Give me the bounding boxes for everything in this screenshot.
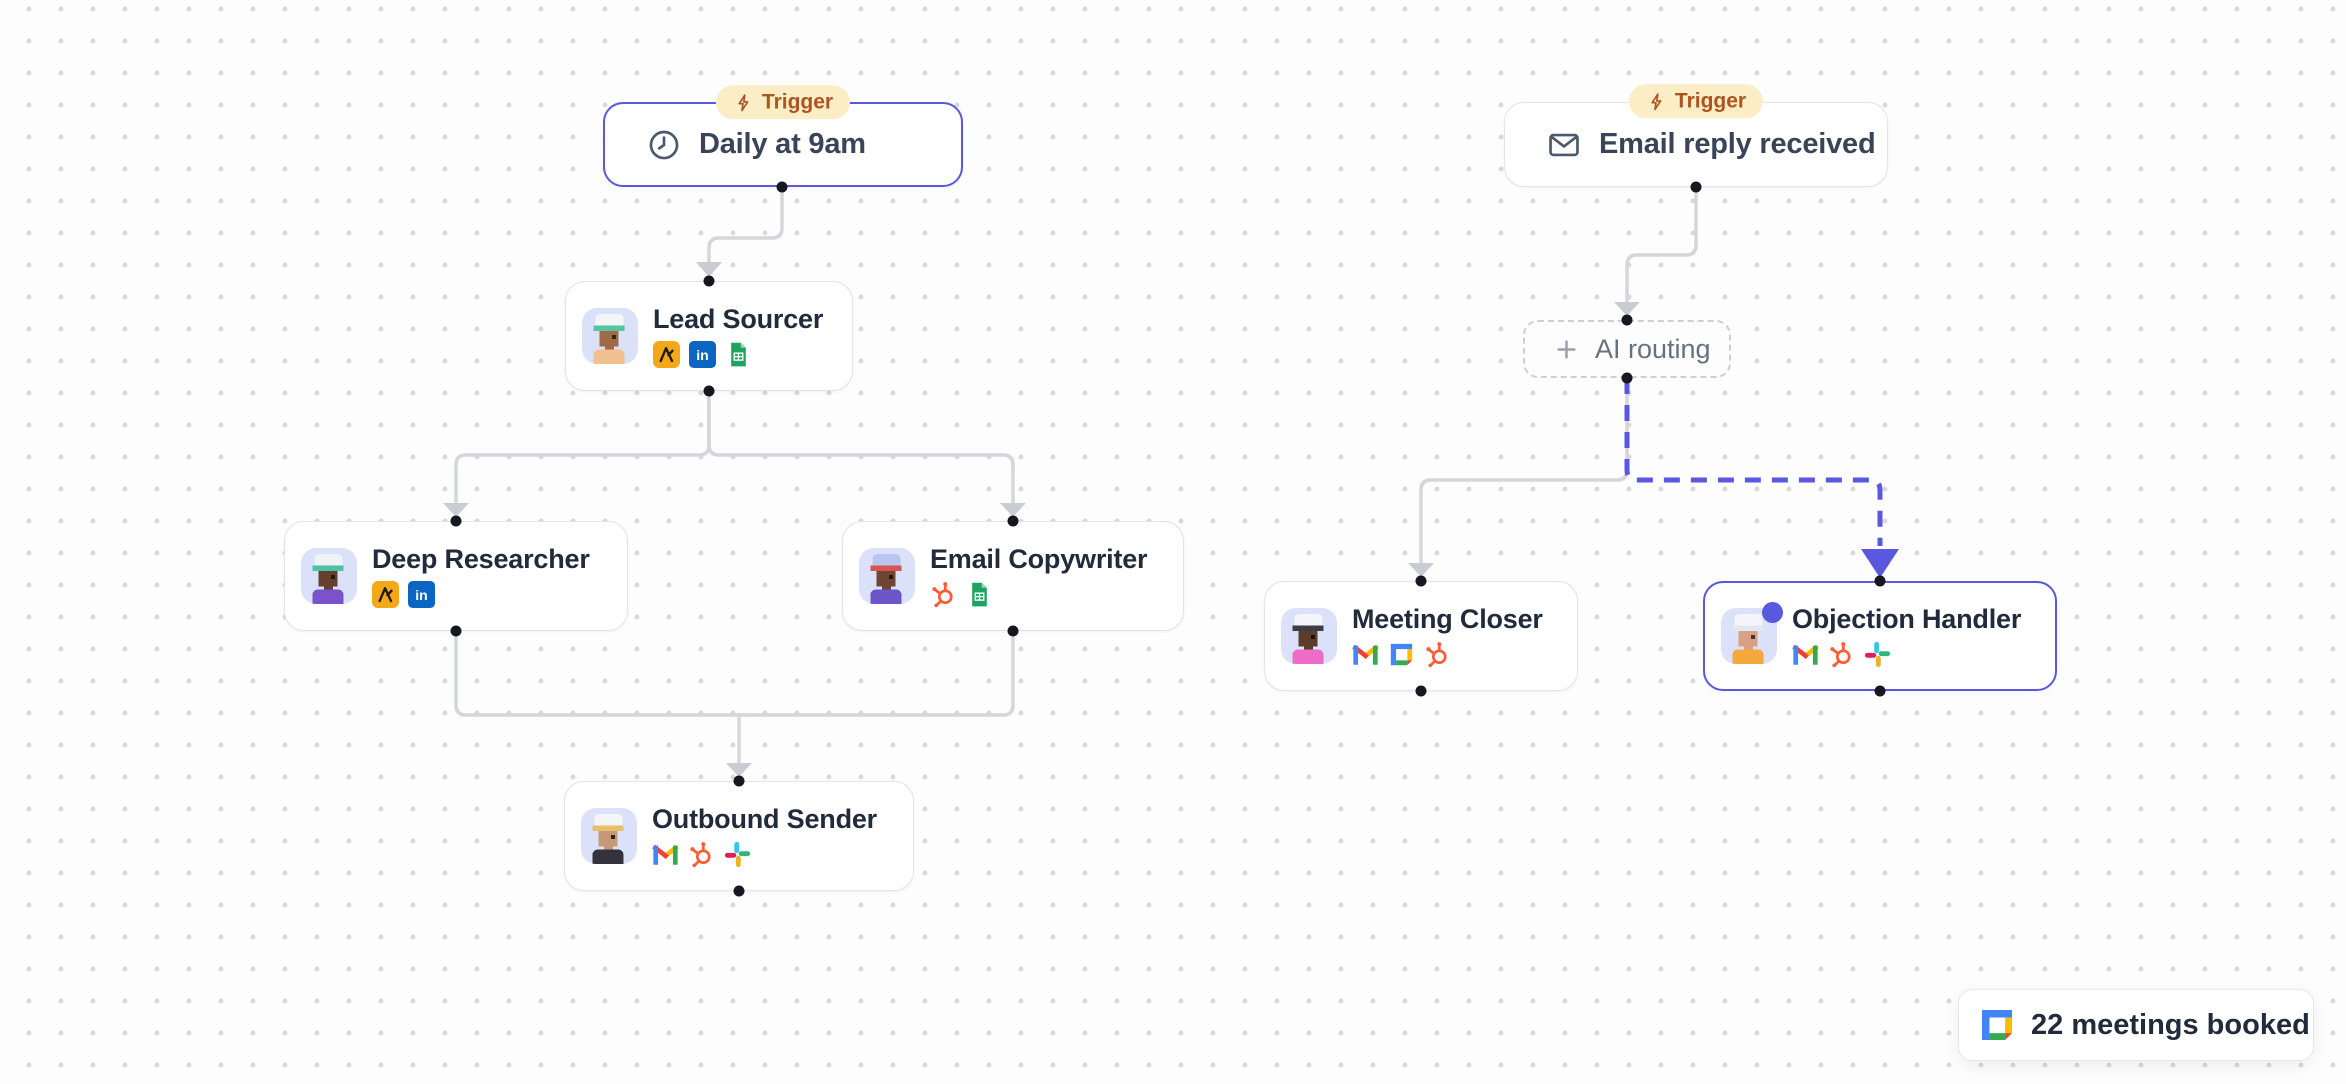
app-icon-row: in bbox=[372, 580, 590, 608]
app-icon-row: in bbox=[653, 340, 823, 368]
arrowhead bbox=[1408, 563, 1434, 577]
trigger-badge-label: Trigger bbox=[761, 90, 834, 114]
plus-icon bbox=[1553, 336, 1580, 363]
edge-trigger-to-lead-sourcer bbox=[707, 187, 784, 262]
app-icon-row bbox=[930, 581, 1147, 608]
google-calendar-icon bbox=[1388, 641, 1415, 668]
arrowhead bbox=[1000, 503, 1026, 517]
google-sheets-icon bbox=[725, 341, 752, 368]
avatar bbox=[581, 808, 637, 864]
svg-text:in: in bbox=[415, 587, 427, 603]
app-icon-row bbox=[1352, 641, 1543, 668]
clock-icon bbox=[647, 128, 681, 162]
mail-icon bbox=[1547, 128, 1581, 162]
node-title: AI routing bbox=[1595, 333, 1711, 364]
arrowhead bbox=[443, 503, 469, 517]
node-daily-trigger[interactable]: Trigger Daily at 9am bbox=[603, 85, 963, 187]
node-objection-handler[interactable]: Objection Handler bbox=[1703, 581, 2057, 691]
google-sheets-icon bbox=[966, 581, 993, 608]
apify-icon bbox=[653, 340, 680, 368]
arrowhead bbox=[1614, 302, 1640, 316]
trigger-badge: Trigger bbox=[715, 85, 851, 120]
node-title: Email Copywriter bbox=[930, 544, 1148, 575]
hubspot-icon bbox=[688, 841, 715, 868]
node-deep-researcher[interactable]: Deep Researcher in bbox=[284, 521, 628, 631]
linkedin-icon: in bbox=[408, 580, 435, 608]
node-meeting-closer[interactable]: Meeting Closer bbox=[1264, 581, 1578, 691]
google-calendar-icon bbox=[1978, 1006, 2016, 1044]
node-title: Objection Handler bbox=[1792, 604, 2022, 635]
app-icon-row bbox=[1792, 641, 2021, 668]
node-outbound-sender[interactable]: Outbound Sender bbox=[564, 781, 914, 891]
arrowhead-active bbox=[1861, 549, 1899, 578]
trigger-badge: Trigger bbox=[1628, 84, 1764, 119]
edge-trigger-to-ai-routing bbox=[1625, 187, 1698, 302]
hubspot-icon bbox=[1828, 641, 1855, 668]
node-title: Lead Sourcer bbox=[653, 304, 824, 335]
avatar bbox=[859, 548, 915, 604]
edge-routing-to-objection-handler-active bbox=[1624, 378, 1883, 546]
avatar bbox=[582, 308, 638, 364]
gmail-icon bbox=[1792, 641, 1819, 668]
meetings-booked-card[interactable]: 22 meetings booked bbox=[1958, 989, 2314, 1061]
node-email-reply-trigger[interactable]: Trigger Email reply received bbox=[1504, 84, 1888, 187]
app-icon-row bbox=[652, 841, 877, 868]
edge-lead-to-email-copywriter bbox=[707, 391, 1015, 503]
arrowhead bbox=[726, 763, 752, 777]
edge-lead-to-deep-researcher bbox=[454, 391, 711, 503]
node-title: Email reply received bbox=[1599, 128, 1876, 160]
svg-text:in: in bbox=[696, 347, 708, 363]
apify-icon bbox=[372, 580, 399, 608]
hubspot-icon bbox=[1424, 641, 1451, 668]
node-lead-sourcer[interactable]: Lead Sourcer in bbox=[565, 281, 853, 391]
gmail-icon bbox=[1352, 641, 1379, 668]
slack-icon bbox=[724, 841, 751, 868]
avatar bbox=[301, 548, 357, 604]
node-title: Meeting Closer bbox=[1352, 604, 1543, 635]
linkedin-icon: in bbox=[689, 340, 716, 368]
active-status-dot bbox=[1762, 602, 1783, 623]
node-title: Deep Researcher bbox=[372, 544, 590, 575]
node-title: Outbound Sender bbox=[652, 804, 877, 835]
node-title: Daily at 9am bbox=[699, 128, 866, 160]
node-ai-routing[interactable]: AI routing bbox=[1523, 320, 1731, 378]
edge-routing-to-meeting-closer bbox=[1419, 378, 1629, 563]
arrowhead bbox=[696, 262, 722, 277]
slack-icon bbox=[1864, 641, 1891, 668]
bolt-icon bbox=[733, 92, 754, 113]
trigger-badge-label: Trigger bbox=[1674, 89, 1747, 113]
edge-email-copywriter-merge bbox=[739, 631, 1015, 717]
edge-deep-researcher-merge bbox=[454, 631, 739, 717]
avatar bbox=[1281, 608, 1337, 664]
gmail-icon bbox=[652, 841, 679, 868]
meetings-booked-label: 22 meetings booked bbox=[2031, 1008, 2310, 1041]
bolt-icon bbox=[1646, 91, 1667, 112]
avatar bbox=[1721, 608, 1777, 664]
hubspot-icon bbox=[930, 581, 957, 608]
node-email-copywriter[interactable]: Email Copywriter bbox=[842, 521, 1184, 631]
